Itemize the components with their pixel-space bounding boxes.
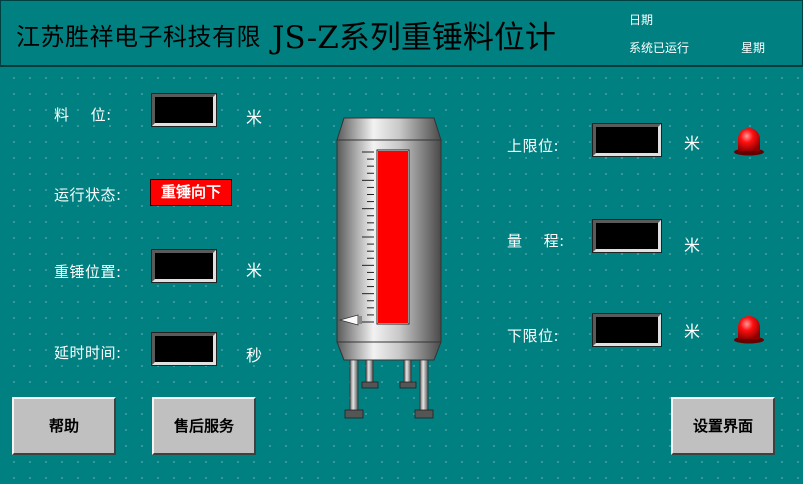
header-bar bbox=[0, 0, 803, 67]
weight-position-display bbox=[151, 249, 217, 283]
upper-limit-display bbox=[592, 123, 662, 157]
weekday-label: 星期 bbox=[741, 41, 766, 55]
range-unit: 米 bbox=[684, 236, 701, 255]
pointer-arrow-icon bbox=[338, 314, 362, 326]
delay-time-unit: 秒 bbox=[246, 346, 263, 365]
help-button[interactable]: 帮助 bbox=[12, 397, 116, 455]
silo-tank bbox=[336, 117, 442, 419]
level-label: 料 位: bbox=[54, 106, 112, 124]
product-title: JS-Z系列重锤料位计 bbox=[272, 20, 556, 56]
upper-limit-unit: 米 bbox=[684, 134, 701, 153]
weight-position-unit: 米 bbox=[246, 261, 263, 280]
range-label: 量 程: bbox=[507, 232, 565, 250]
after-sales-button[interactable]: 售后服务 bbox=[152, 397, 256, 455]
delay-time-label: 延时时间: bbox=[54, 344, 122, 362]
weight-position-label: 重锤位置: bbox=[54, 263, 122, 281]
range-display bbox=[592, 219, 662, 253]
lower-limit-label: 下限位: bbox=[507, 327, 560, 345]
lower-limit-display bbox=[592, 313, 662, 347]
date-label: 日期 bbox=[629, 13, 654, 27]
settings-button[interactable]: 设置界面 bbox=[671, 397, 775, 455]
company-title: 江苏胜祥电子科技有限 bbox=[16, 23, 261, 51]
run-state-badge: 重锤向下 bbox=[150, 179, 232, 206]
lower-limit-unit: 米 bbox=[684, 322, 701, 341]
system-runtime-label: 系统已运行 bbox=[629, 41, 690, 55]
upper-limit-label: 上限位: bbox=[507, 137, 560, 155]
level-unit: 米 bbox=[246, 108, 263, 127]
level-display bbox=[151, 93, 217, 127]
run-state-label: 运行状态: bbox=[54, 186, 122, 204]
alarm-lamp-icon bbox=[734, 128, 764, 156]
alarm-lamp-icon bbox=[734, 316, 764, 344]
level-bar-fill bbox=[378, 151, 408, 323]
delay-time-display bbox=[151, 332, 217, 366]
